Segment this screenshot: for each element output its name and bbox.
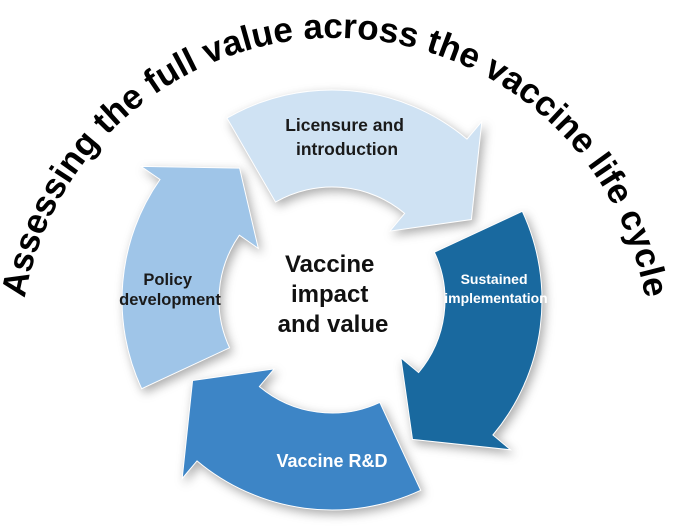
arrow-vaccine-rnd bbox=[181, 368, 422, 511]
label-sustained-implementation: Sustained implementation bbox=[444, 271, 547, 306]
label-policy-line-2: development bbox=[119, 291, 221, 309]
label-vaccine-rnd-line-1: Vaccine R&D bbox=[276, 451, 387, 471]
label-licensure-line-1: Licensure and bbox=[285, 115, 404, 135]
center-line-1: Vaccine bbox=[285, 251, 374, 278]
label-sustained-line-1: Sustained bbox=[461, 271, 528, 287]
center-hub-text: Vaccine impact and value bbox=[278, 251, 389, 338]
label-policy-line-1: Policy bbox=[143, 271, 192, 289]
label-licensure-line-2: introduction bbox=[296, 139, 398, 159]
center-line-2: impact bbox=[291, 281, 368, 308]
arrow-licensure-and-introduction bbox=[226, 89, 483, 232]
arrow-sustained-implementation bbox=[400, 210, 543, 451]
arrow-policy-development bbox=[121, 165, 260, 390]
label-licensure-and-introduction: Licensure and introduction bbox=[285, 115, 409, 159]
label-vaccine-rnd: Vaccine R&D bbox=[276, 451, 387, 471]
center-line-3: and value bbox=[278, 311, 389, 338]
label-policy-development: Policy development bbox=[119, 271, 221, 309]
label-sustained-line-2: implementation bbox=[444, 290, 547, 306]
